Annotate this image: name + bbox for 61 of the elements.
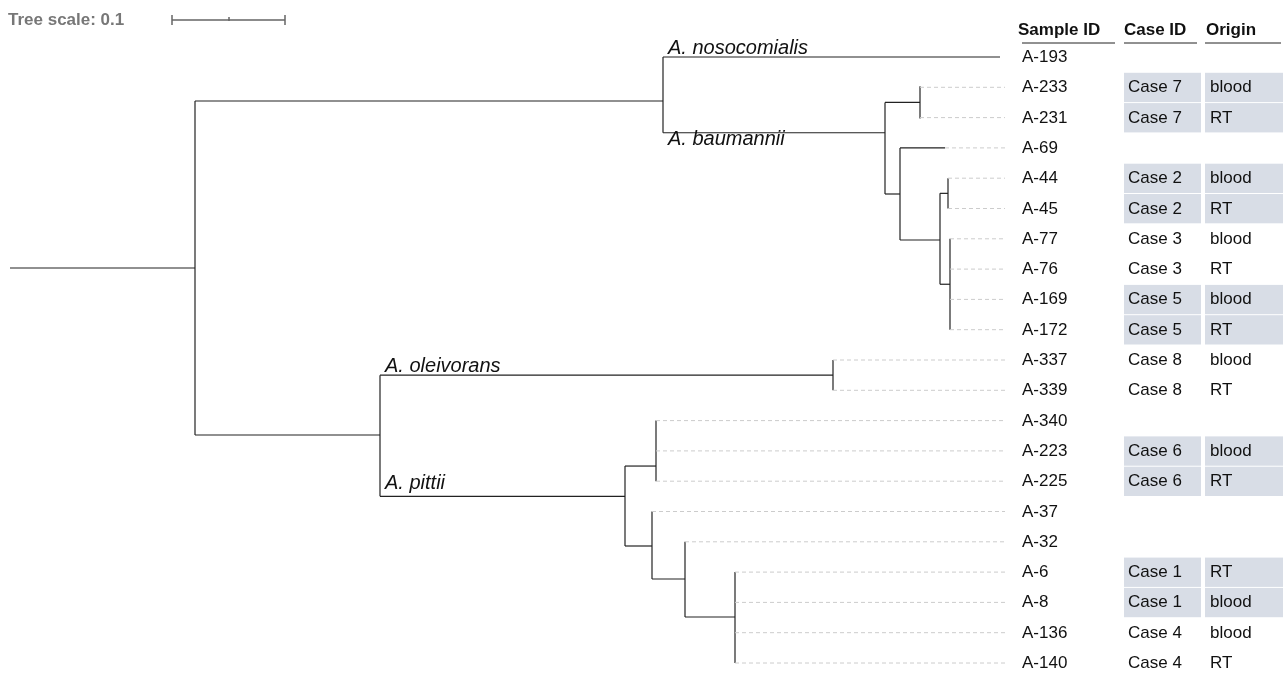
clade-label: A. pittii (385, 471, 446, 493)
sample-id: A-8 (1022, 592, 1049, 613)
clade-label: A. nosocomialis (668, 36, 809, 58)
sample-id: A-233 (1022, 77, 1068, 98)
origin-label: blood (1210, 592, 1252, 613)
case-id: Case 2 (1128, 198, 1182, 219)
case-id: Case 5 (1128, 319, 1182, 340)
origin-label: RT (1210, 562, 1233, 583)
case-id: Case 8 (1128, 380, 1182, 401)
case-id: Case 4 (1128, 653, 1182, 673)
case-id: Case 7 (1128, 77, 1182, 98)
sample-id: A-37 (1022, 501, 1058, 522)
origin-label: RT (1210, 380, 1233, 401)
case-id: Case 1 (1128, 592, 1182, 613)
origin-label: blood (1210, 228, 1252, 249)
origin-label: blood (1210, 622, 1252, 643)
case-id: Case 1 (1128, 562, 1182, 583)
sample-id: A-77 (1022, 228, 1058, 249)
sample-id: A-225 (1022, 471, 1068, 492)
origin-label: blood (1210, 440, 1252, 461)
clade-label: A. oleivorans (385, 354, 501, 376)
sample-id: A-193 (1022, 47, 1068, 67)
sample-id: A-69 (1022, 137, 1058, 158)
column-header: Sample ID (1018, 20, 1101, 40)
origin-label: RT (1210, 319, 1233, 340)
sample-id: A-340 (1022, 410, 1068, 431)
origin-label: RT (1210, 259, 1233, 280)
origin-label: blood (1210, 77, 1252, 98)
origin-label: blood (1210, 168, 1252, 189)
sample-id: A-6 (1022, 562, 1049, 583)
column-header: Case ID (1124, 20, 1187, 40)
sample-id: A-76 (1022, 259, 1058, 280)
origin-label: blood (1210, 350, 1252, 370)
sample-id: A-339 (1022, 380, 1068, 401)
sample-id: A-136 (1022, 622, 1068, 643)
origin-label: RT (1210, 198, 1233, 219)
case-id: Case 7 (1128, 107, 1182, 128)
case-id: Case 6 (1128, 440, 1182, 461)
scale-label: Tree scale: 0.1 (8, 10, 125, 30)
sample-id: A-231 (1022, 107, 1068, 128)
origin-label: RT (1210, 471, 1233, 492)
column-header: Origin (1206, 20, 1257, 40)
sample-id: A-337 (1022, 350, 1068, 370)
sample-id: A-169 (1022, 289, 1068, 310)
case-id: Case 3 (1128, 228, 1182, 249)
sample-id: A-172 (1022, 319, 1068, 340)
origin-label: blood (1210, 289, 1252, 310)
sample-id: A-223 (1022, 440, 1068, 461)
sample-id: A-140 (1022, 653, 1068, 673)
case-id: Case 3 (1128, 259, 1182, 280)
origin-label: RT (1210, 653, 1233, 673)
clade-label: A. baumannii (668, 127, 785, 149)
case-id: Case 5 (1128, 289, 1182, 310)
sample-id: A-44 (1022, 168, 1058, 189)
sample-id: A-32 (1022, 531, 1058, 552)
case-id: Case 8 (1128, 350, 1182, 370)
case-id: Case 2 (1128, 168, 1182, 189)
case-id: Case 6 (1128, 471, 1182, 492)
origin-label: RT (1210, 107, 1233, 128)
case-id: Case 4 (1128, 622, 1182, 643)
sample-id: A-45 (1022, 198, 1058, 219)
